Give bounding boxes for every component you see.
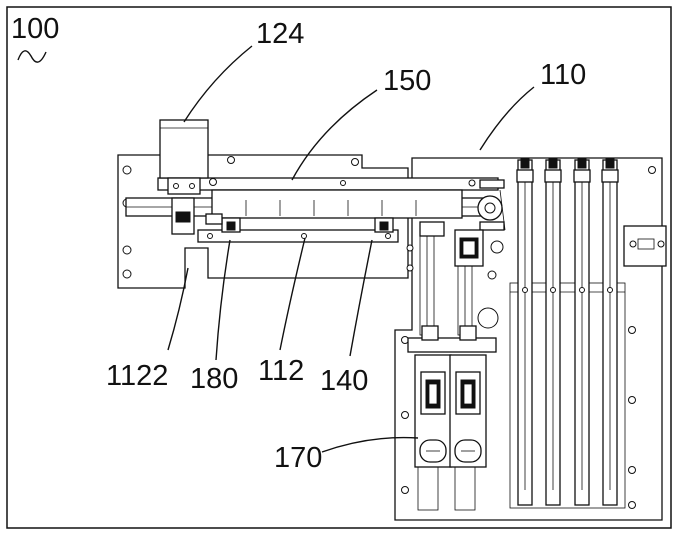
figure-border	[6, 6, 672, 529]
side-tab	[623, 225, 667, 267]
leader-lines	[17, 45, 535, 453]
label-belt-rail: 150	[383, 65, 431, 97]
label-slider: 180	[190, 363, 238, 395]
label-guide: 140	[320, 365, 368, 397]
label-assembly: 100	[11, 13, 59, 45]
label-gripper-module: 170	[274, 442, 322, 474]
belt-rail	[125, 177, 506, 231]
carriage-plate	[197, 217, 399, 243]
label-side-bracket: 1122	[106, 360, 168, 392]
vertical-channels	[509, 157, 626, 509]
label-base-plate: 110	[540, 59, 586, 91]
label-carriage-plate: 112	[258, 355, 304, 387]
gripper-module	[407, 221, 497, 468]
reference-labels: 100 124 150 110 1122 180 112 140 170	[11, 13, 586, 474]
label-motor: 124	[256, 18, 304, 50]
motor	[159, 119, 223, 235]
